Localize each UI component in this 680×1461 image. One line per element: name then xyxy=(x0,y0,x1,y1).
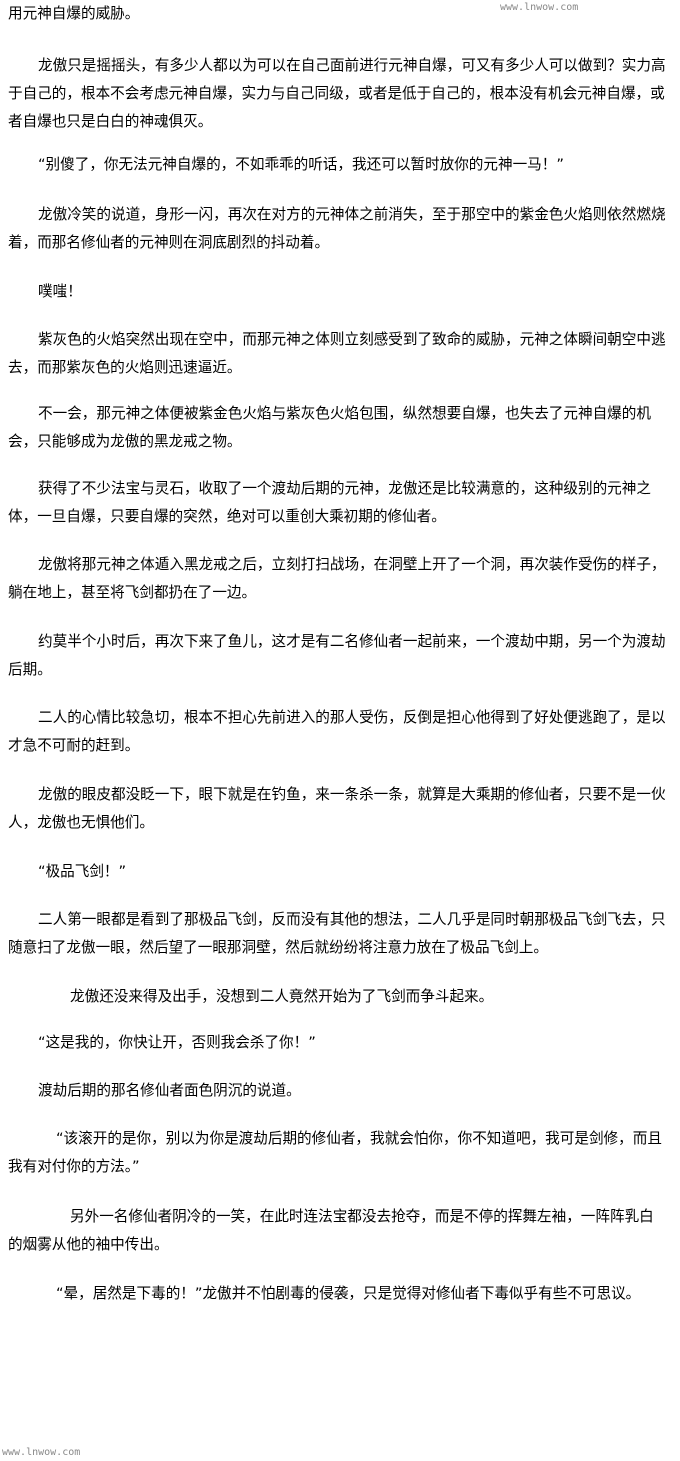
paragraph: 龙傲将那元神之体遁入黑龙戒之后，立刻打扫战场，在洞壁上开了一个洞，再次装作受伤的… xyxy=(8,556,666,601)
paragraph: 用元神自爆的威胁。 xyxy=(8,5,140,22)
paragraph: 龙傲只是摇摇头，有多少人都以为可以在自己面前进行元神自爆，可又有多少人可以做到？… xyxy=(8,57,666,130)
watermark-bottom: www.lnwow.com xyxy=(2,1447,81,1458)
paragraph: 渡劫后期的那名修仙者面色阴沉的说道。 xyxy=(38,1082,301,1099)
paragraph: “别傻了，你无法元神自爆的，不如乖乖的听话，我还可以暂时放你的元神一马！” xyxy=(38,156,564,173)
paragraph: 噗嗤！ xyxy=(38,283,82,300)
paragraph: 不一会，那元神之体便被紫金色火焰与紫灰色火焰包围，纵然想要自爆，也失去了元神自爆… xyxy=(8,405,651,450)
paragraph: 二人第一眼都是看到了那极品飞剑，反而没有其他的想法，二人几乎是同时朝那极品飞剑飞… xyxy=(8,911,666,956)
watermark-top: www.lnwow.com xyxy=(500,2,579,13)
paragraph: 另外一名修仙者阴冷的一笑，在此时连法宝都没去抢夺，而是不停的挥舞左袖，一阵阵乳白… xyxy=(8,1208,654,1253)
paragraph: “晕，居然是下毒的！”龙傲并不怕剧毒的侵袭，只是觉得对修仙者下毒似乎有些不可思议… xyxy=(56,1285,641,1302)
paragraph: 获得了不少法宝与灵石，收取了一个渡劫后期的元神，龙傲还是比较满意的，这种级别的元… xyxy=(8,480,651,525)
paragraph: 龙傲冷笑的说道，身形一闪，再次在对方的元神体之前消失，至于那空中的紫金色火焰则依… xyxy=(8,206,666,251)
paragraph: “该滚开的是你，别以为你是渡劫后期的修仙者，我就会怕你，你不知道吧，我可是剑修，… xyxy=(8,1130,662,1175)
paragraph: 龙傲的眼皮都没眨一下，眼下就是在钓鱼，来一条杀一条，就算是大乘期的修仙者，只要不… xyxy=(8,786,666,831)
paragraph: 二人的心情比较急切，根本不担心先前进入的那人受伤，反倒是担心他得到了好处便逃跑了… xyxy=(8,709,666,754)
paragraph: “极品飞剑！” xyxy=(38,863,127,880)
paragraph: 紫灰色的火焰突然出现在空中，而那元神之体则立刻感受到了致命的威胁，元神之体瞬间朝… xyxy=(8,331,666,376)
paragraph: 约莫半个小时后，再次下来了鱼儿，这才是有二名修仙者一起前来，一个渡劫中期，另一个… xyxy=(8,633,666,678)
paragraph: 龙傲还没来得及出手，没想到二人竟然开始为了飞剑而争斗起来。 xyxy=(70,988,494,1005)
paragraph: “这是我的，你快让开，否则我会杀了你！” xyxy=(38,1034,316,1051)
